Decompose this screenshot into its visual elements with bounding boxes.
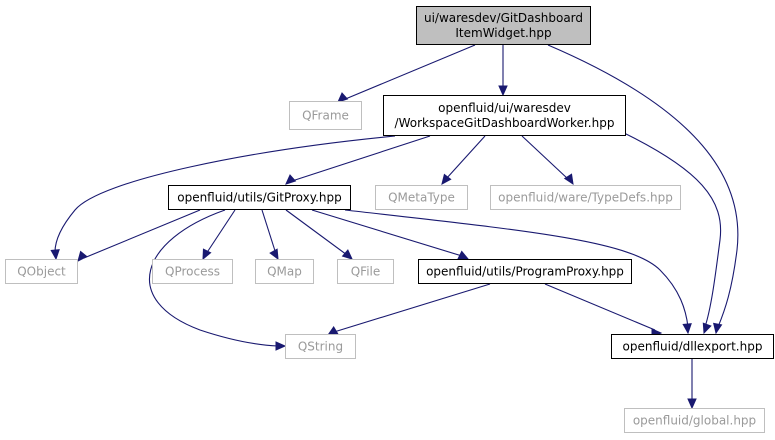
node-label: QObject xyxy=(17,265,66,279)
node-qstring: QString xyxy=(285,334,356,359)
edge-line xyxy=(547,44,739,328)
arrowhead-icon xyxy=(285,174,297,185)
edge-programproxy-to-dllexport xyxy=(544,283,663,338)
node-qobject: QObject xyxy=(5,259,78,284)
node-dllexport[interactable]: openfluid/dllexport.hpp xyxy=(611,334,774,359)
edge-programproxy-to-qstring xyxy=(326,283,491,336)
arrowhead-icon xyxy=(682,323,692,335)
node-programproxy[interactable]: openfluid/utils/ProgramProxy.hpp xyxy=(418,259,632,284)
node-gitproxy[interactable]: openfluid/utils/GitProxy.hpp xyxy=(168,185,351,210)
nodes-layer: ui/waresdev/GitDashboardItemWidget.hppQF… xyxy=(5,6,774,433)
node-box xyxy=(416,6,591,45)
edge-root-to-qframe xyxy=(337,44,476,103)
edge-dllexport-to-global xyxy=(687,358,697,410)
arrowhead-icon xyxy=(498,85,508,97)
node-qmetatype: QMetaType xyxy=(375,185,468,210)
edge-worker-to-qmetatype xyxy=(441,135,486,185)
node-label: QFile xyxy=(351,265,381,279)
edge-root-to-dllexport xyxy=(547,44,739,335)
edge-gitproxy-to-qmap xyxy=(261,209,279,261)
arrowhead-icon xyxy=(202,248,212,261)
node-label: openfluid/utils/GitProxy.hpp xyxy=(177,191,342,205)
node-box xyxy=(285,334,356,359)
arrowhead-icon xyxy=(50,249,60,261)
edge-root-to-worker xyxy=(498,45,508,97)
edge-gitproxy-to-qprocess xyxy=(202,209,236,261)
node-label: openfluid/global.hpp xyxy=(633,414,756,428)
edge-line xyxy=(342,44,476,101)
node-qprocess: QProcess xyxy=(152,259,233,284)
edge-gitproxy-to-dllexport xyxy=(344,209,692,335)
edge-line xyxy=(148,209,279,347)
node-qmap: QMap xyxy=(255,259,314,284)
node-label: ItemWidget.hpp xyxy=(455,26,551,40)
edge-line xyxy=(544,283,656,331)
edge-line xyxy=(285,209,348,256)
node-box xyxy=(337,259,394,284)
node-global: openfluid/global.hpp xyxy=(624,408,765,433)
node-box xyxy=(168,185,351,210)
edge-worker-to-gitproxy xyxy=(285,135,431,185)
edge-gitproxy-to-programproxy xyxy=(311,209,470,260)
arrowhead-icon xyxy=(341,249,353,260)
node-label: QMetaType xyxy=(388,191,455,205)
arrowhead-icon xyxy=(457,250,470,260)
node-typedefs: openfluid/ware/TypeDefs.hpp xyxy=(490,185,681,210)
edge-gitproxy-to-qfile xyxy=(285,209,353,260)
edge-line xyxy=(621,131,722,328)
arrowhead-icon xyxy=(441,173,452,185)
edge-gitproxy-to-qstring xyxy=(148,209,287,351)
node-box xyxy=(383,95,626,136)
node-label: openfluid/utils/ProgramProxy.hpp xyxy=(426,265,624,279)
node-label: QFrame xyxy=(302,109,349,123)
edge-line xyxy=(344,209,689,328)
node-box xyxy=(152,259,233,284)
edge-worker-to-dllexport xyxy=(621,131,722,335)
node-qfile: QFile xyxy=(337,259,394,284)
arrowhead-icon xyxy=(702,322,712,335)
edge-line xyxy=(83,209,201,259)
node-qframe: QFrame xyxy=(289,101,362,130)
node-worker[interactable]: openfluid/ui/waresdev/WorkspaceGitDashbo… xyxy=(383,95,626,136)
node-box xyxy=(490,185,681,210)
node-label: QString xyxy=(298,340,343,354)
arrowhead-icon xyxy=(326,326,339,336)
node-box xyxy=(255,259,314,284)
node-box xyxy=(375,185,468,210)
arrowhead-icon xyxy=(687,398,697,410)
edge-gitproxy-to-qobject xyxy=(77,209,201,262)
node-label: QMap xyxy=(267,265,302,279)
node-label: QProcess xyxy=(165,265,220,279)
edge-worker-to-typedefs xyxy=(521,135,574,186)
arrowhead-icon xyxy=(337,92,349,103)
edge-line xyxy=(261,209,277,255)
edge-line xyxy=(205,209,236,255)
node-label: openfluid/dllexport.hpp xyxy=(623,340,763,354)
edge-line xyxy=(333,283,491,333)
arrowhead-icon xyxy=(563,173,574,186)
edges-layer xyxy=(50,44,739,410)
node-box xyxy=(289,101,362,130)
node-label: ui/waresdev/GitDashboard xyxy=(424,11,583,25)
edge-line xyxy=(521,135,569,180)
edge-line xyxy=(54,135,396,253)
node-label: openfluid/ui/waresdev xyxy=(438,101,571,115)
node-label: /WorkspaceGitDashboardWorker.hpp xyxy=(395,116,615,130)
edge-line xyxy=(291,135,431,182)
arrowhead-icon xyxy=(77,250,88,262)
node-box xyxy=(418,259,632,284)
edge-worker-to-qobject xyxy=(50,135,396,261)
edge-line xyxy=(445,135,486,180)
edge-line xyxy=(311,209,463,257)
arrowhead-icon xyxy=(275,341,287,351)
node-box xyxy=(611,334,774,359)
arrowhead-icon xyxy=(269,248,279,261)
arrowhead-icon xyxy=(713,322,723,335)
node-label: openfluid/ware/TypeDefs.hpp xyxy=(498,191,673,205)
node-box xyxy=(5,259,78,284)
node-box xyxy=(624,408,765,433)
